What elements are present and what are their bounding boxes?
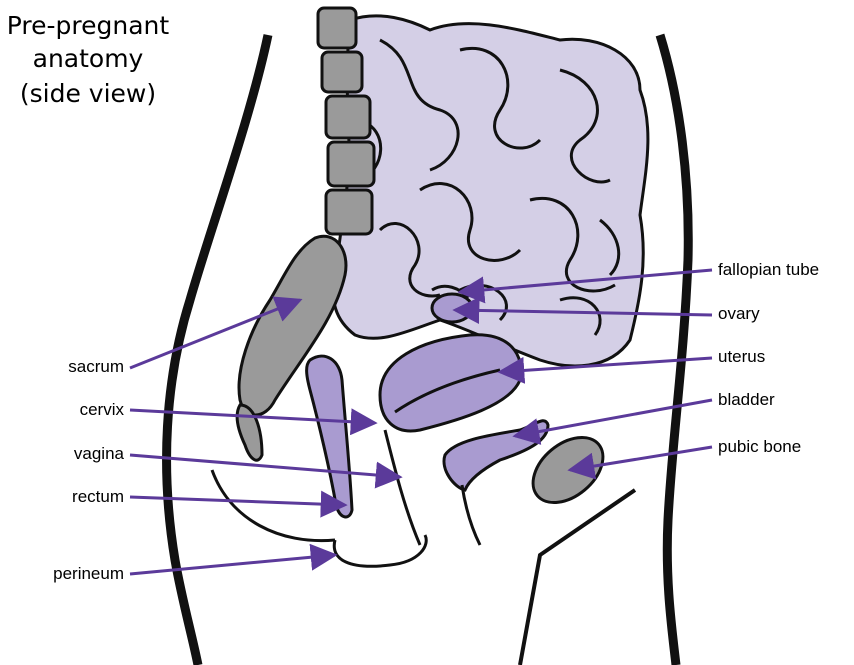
label-fallopian-tube: fallopian tube bbox=[718, 260, 819, 280]
label-bladder: bladder bbox=[718, 390, 775, 410]
ovary bbox=[432, 294, 472, 322]
label-perineum: perineum bbox=[53, 564, 124, 584]
thigh-line bbox=[520, 490, 635, 665]
leader-perineum bbox=[130, 555, 335, 574]
label-ovary: ovary bbox=[718, 304, 760, 324]
title-line-2: anatomy bbox=[0, 45, 188, 73]
label-vagina: vagina bbox=[74, 444, 124, 464]
body-outline-right bbox=[660, 35, 688, 665]
perineum-curve bbox=[334, 535, 426, 566]
rectum bbox=[307, 356, 352, 517]
label-rectum: rectum bbox=[72, 487, 124, 507]
label-cervix: cervix bbox=[80, 400, 124, 420]
title-line-1: Pre-pregnant bbox=[0, 12, 188, 40]
leader-bladder bbox=[515, 400, 712, 436]
urethra bbox=[462, 485, 480, 545]
title-line-3: (side view) bbox=[0, 80, 188, 108]
leader-rectum bbox=[130, 497, 345, 505]
label-pubic-bone: pubic bone bbox=[718, 437, 801, 457]
label-uterus: uterus bbox=[718, 347, 765, 367]
vagina-canal bbox=[385, 430, 420, 545]
label-sacrum: sacrum bbox=[68, 357, 124, 377]
